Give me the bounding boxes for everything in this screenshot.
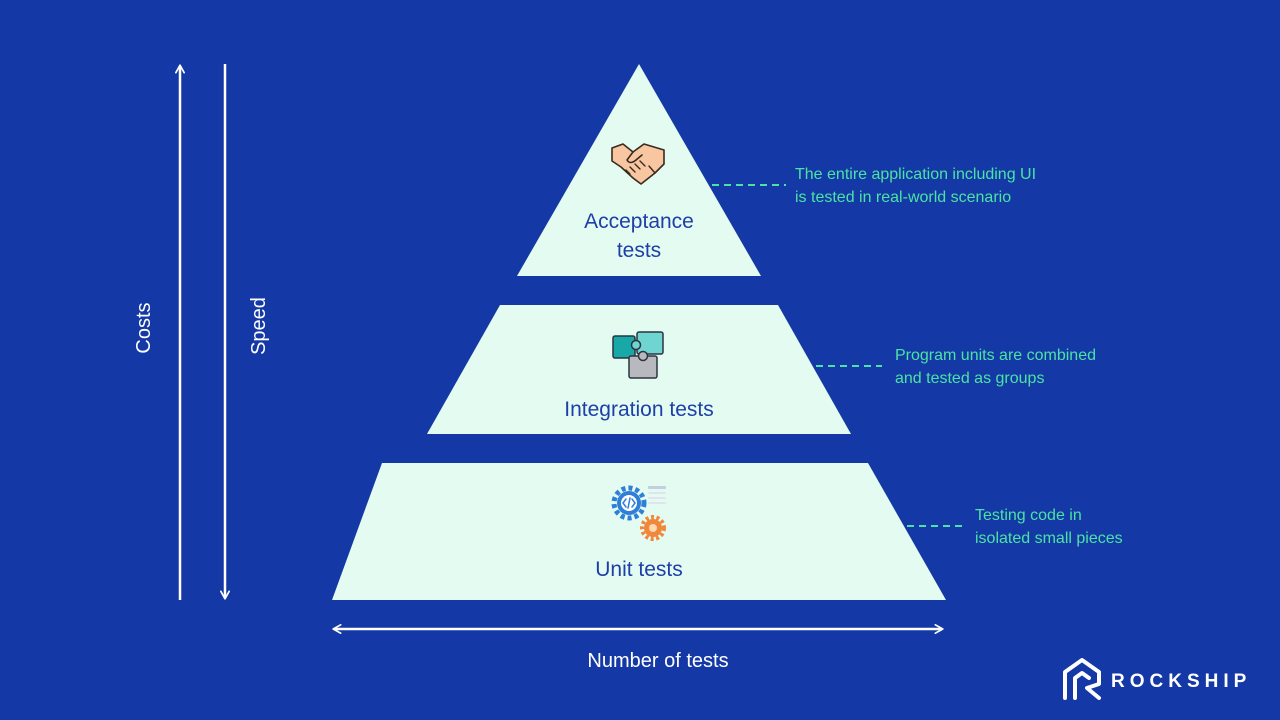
integration-description-line1: Program units are combined (895, 347, 1096, 364)
unit-description-line2: isolated small pieces (975, 530, 1123, 547)
integration-tier-label: Integration tests (564, 398, 713, 421)
handshake-icon (611, 143, 665, 185)
puzzle-icon (612, 331, 664, 379)
acceptance-description-line2: is tested in real-world scenario (795, 189, 1011, 206)
number-of-tests-label: Number of tests (587, 650, 728, 672)
acceptance-description-line1: The entire application including UI (795, 166, 1036, 183)
unit-description-line1: Testing code in (975, 507, 1082, 524)
rockship-logo-icon (1063, 658, 1101, 700)
code-gear-icon (611, 485, 666, 541)
costs-axis-label: Costs (133, 302, 155, 353)
speed-axis-label: Speed (248, 297, 270, 355)
unit-tier-label: Unit tests (595, 558, 683, 581)
acceptance-tier-label-line2: tests (617, 239, 661, 262)
integration-description-line2: and tested as groups (895, 370, 1044, 387)
unit-tier (332, 463, 946, 600)
acceptance-tier-label-line1: Acceptance (584, 210, 694, 233)
rockship-brand-name: ROCKSHIP (1111, 671, 1251, 692)
